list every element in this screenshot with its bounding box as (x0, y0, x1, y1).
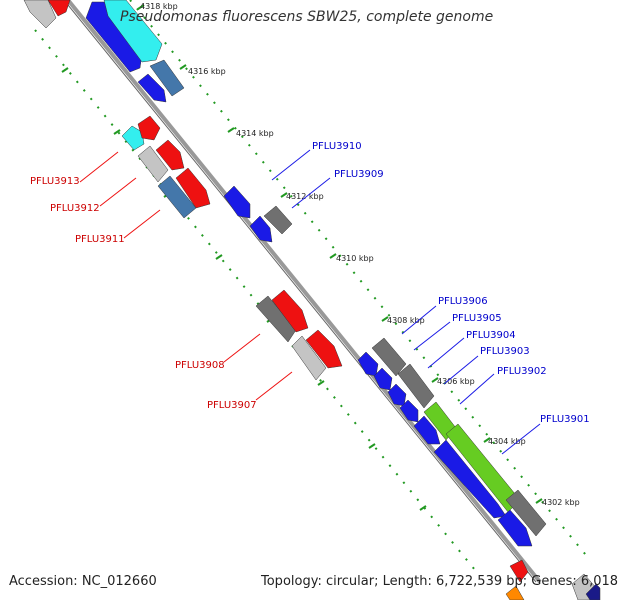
scale-label-4302: 4302 kbp (542, 498, 580, 507)
gene-label-pflu3909[interactable]: PFLU3909 (334, 169, 384, 180)
scale-label-4304: 4304 kbp (488, 437, 526, 446)
gene-label-pflu3913[interactable]: PFLU3913 (30, 176, 80, 187)
gene-red-mid-2[interactable] (155, 139, 185, 171)
gene-features (23, 0, 601, 600)
gene-steel-mid[interactable] (157, 175, 197, 219)
gene-label-pflu3906[interactable]: PFLU3906 (438, 296, 488, 307)
gene-blue-right-long[interactable] (433, 439, 507, 519)
gene-label-pflu3904[interactable]: PFLU3904 (466, 330, 516, 341)
gene-lightgray-top[interactable] (23, 0, 57, 29)
gene-blue-right-1[interactable] (357, 351, 379, 377)
gene-cyan-top[interactable] (103, 0, 163, 63)
gene-label-pflu3903[interactable]: PFLU3903 (480, 346, 530, 357)
gene-blue-center-1[interactable] (223, 185, 251, 219)
gene-blue-top-2[interactable] (137, 73, 167, 103)
gene-lightgray-mid[interactable] (137, 145, 169, 183)
scale-label-4312: 4312 kbp (286, 192, 324, 201)
scale-label-4318: 4318 kbp (140, 2, 178, 11)
gene-label-pflu3910[interactable]: PFLU3910 (312, 141, 362, 152)
gene-blue-right-3[interactable] (387, 383, 407, 407)
gene-red-low-1[interactable] (271, 289, 309, 333)
gene-steel-top[interactable] (149, 59, 185, 97)
gene-blue-right-5[interactable] (413, 415, 441, 445)
scale-dotted-line-lower (34, 29, 476, 571)
genome-map: 4318 kbp 4316 kbp 4314 kbp 4312 kbp 4310… (23, 0, 601, 600)
genome-backbone-inner (63, 0, 537, 583)
gene-label-pflu3907[interactable]: PFLU3907 (207, 400, 257, 411)
gene-orange-bottom[interactable] (505, 585, 525, 600)
gene-label-pflu3902[interactable]: PFLU3902 (497, 366, 547, 377)
gene-lightgray-low[interactable] (291, 335, 327, 381)
gene-label-pflu3908[interactable]: PFLU3908 (175, 360, 225, 371)
label-leaders (79, 149, 541, 455)
gene-blue-right-6[interactable] (497, 509, 533, 547)
gene-label-pflu3901[interactable]: PFLU3901 (540, 414, 590, 425)
scale-label-4314: 4314 kbp (236, 129, 274, 138)
genome-backbone (66, 0, 542, 584)
gene-gray-right-1[interactable] (371, 337, 407, 377)
scale-dotted-line-upper (129, 0, 591, 561)
scale-label-4308: 4308 kbp (387, 316, 425, 325)
gene-label-pflu3911[interactable]: PFLU3911 (75, 234, 125, 245)
gene-gray-right-2[interactable] (397, 363, 435, 409)
gene-red-mid-3[interactable] (175, 167, 211, 209)
gene-red-low-2[interactable] (305, 329, 343, 369)
scale-label-4306: 4306 kbp (437, 377, 475, 386)
gene-gray-right-3[interactable] (505, 489, 547, 537)
gene-blue-center-2[interactable] (249, 215, 273, 243)
genome-summary-text: Topology: circular; Length: 6,722,539 bp… (261, 574, 618, 589)
gene-blue-right-4[interactable] (399, 399, 419, 423)
scale-label-4310: 4310 kbp (336, 254, 374, 263)
genome-title: Pseudomonas fluorescens SBW25, complete … (120, 9, 494, 25)
gene-red-mid-1[interactable] (137, 115, 161, 141)
gene-navy-bottom[interactable] (585, 583, 601, 600)
gene-blue-right-2[interactable] (373, 367, 393, 391)
gene-label-pflu3912[interactable]: PFLU3912 (50, 203, 100, 214)
gene-red-top[interactable] (47, 0, 71, 17)
scale-label-4316: 4316 kbp (188, 67, 226, 76)
gene-red-bottom[interactable] (509, 559, 529, 583)
accession-text: Accession: NC_012660 (9, 574, 157, 589)
gene-label-pflu3905[interactable]: PFLU3905 (452, 313, 502, 324)
gene-blue-top[interactable] (85, 1, 143, 73)
gene-gray-center[interactable] (263, 205, 293, 235)
